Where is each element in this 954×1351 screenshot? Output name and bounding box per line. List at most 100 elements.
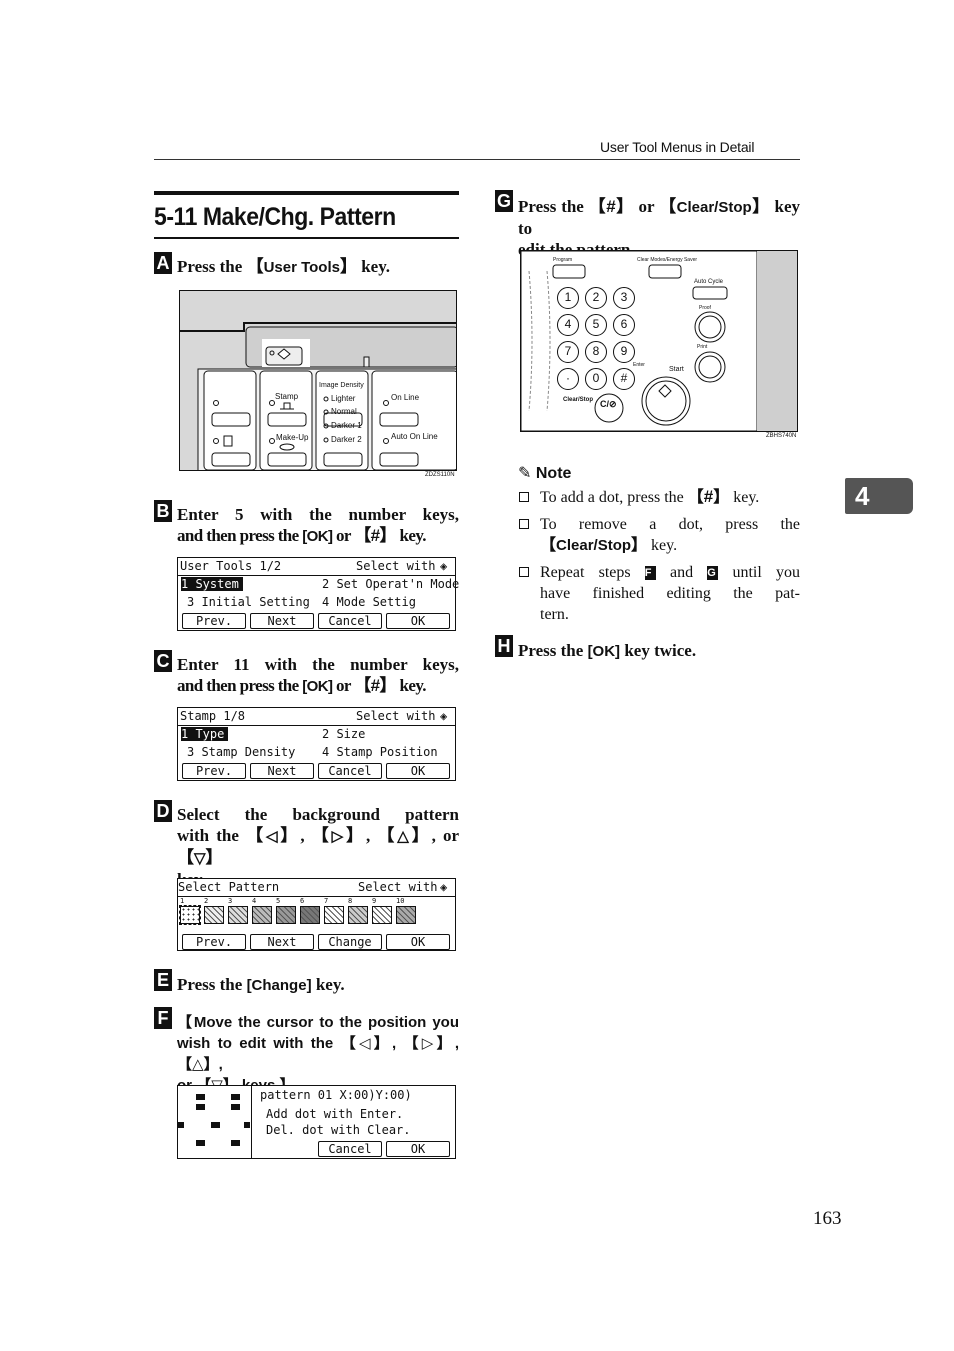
pattern-swatch[interactable] [276, 906, 296, 924]
hash-key-ref: # [606, 197, 616, 216]
menu-item-stamp-position[interactable]: 4 Stamp Position [322, 745, 438, 759]
ok-button[interactable]: OK [386, 613, 450, 629]
operation-panel-drawing [180, 291, 456, 470]
step-4-line1: Select the background pattern [177, 805, 459, 824]
pattern-swatch[interactable] [372, 906, 392, 924]
clear-stop-key-ref: Clear/Stop [556, 537, 632, 554]
menu-item-stamp-density[interactable]: 3 Stamp Density [187, 745, 296, 759]
header-rule [154, 159, 800, 160]
cancel-button[interactable]: Cancel [318, 613, 382, 629]
lcd-hint: Select with [356, 559, 436, 573]
keypad-key[interactable]: · [557, 368, 579, 390]
step-4-number: D [154, 800, 172, 822]
lcd-title: User Tools 1/2 [180, 559, 282, 573]
note-3-and: and [655, 564, 708, 581]
pattern-preview [178, 1094, 250, 1146]
step-5-post: key. [311, 975, 345, 994]
step-ref-6: F [644, 566, 656, 580]
next-button[interactable]: Next [250, 613, 314, 629]
ok-key-ref: [OK] [302, 528, 333, 545]
step-1-post: key. [356, 257, 391, 276]
step-3-text: Enter 11 with the number keys, and then … [177, 655, 459, 695]
cancel-button[interactable]: Cancel [318, 763, 382, 779]
change-key-ref: [Change] [246, 977, 312, 994]
keypad-key[interactable]: # [613, 368, 635, 390]
next-button[interactable]: Next [250, 763, 314, 779]
start-label: Start [669, 366, 684, 373]
panel1-caption: ZDZS110N [425, 472, 455, 478]
page-number: 163 [813, 1208, 842, 1229]
ok-button[interactable]: OK [386, 934, 450, 950]
pattern-swatch[interactable] [348, 906, 368, 924]
clear-stop-key[interactable]: C/⊘ [600, 399, 617, 409]
step-3-number: C [154, 650, 172, 672]
pattern-number: 1 [180, 897, 185, 905]
cancel-button[interactable]: Cancel [318, 1141, 382, 1157]
keypad-key[interactable]: 9 [613, 341, 635, 363]
pattern-number: 9 [372, 897, 377, 905]
keypad-key[interactable]: 6 [613, 314, 635, 336]
user-tools-key: User Tools [263, 259, 340, 276]
keypad-key[interactable]: 0 [585, 368, 607, 390]
ok-button[interactable]: OK [386, 1141, 450, 1157]
prev-button[interactable]: Prev. [182, 934, 246, 950]
darker2-label: Darker 2 [331, 435, 362, 444]
pencil-icon: ✎ [518, 465, 532, 482]
keypad-key[interactable]: 8 [585, 341, 607, 363]
darker1-label: Darker 1 [331, 421, 362, 430]
menu-item-system[interactable]: 1 System [181, 577, 243, 591]
lcd-hint: Select with [356, 709, 436, 723]
menu-item-set-operation-mode[interactable]: 2 Set Operat'n Mode [322, 577, 460, 591]
note-heading: ✎ Note [518, 463, 571, 483]
pattern-swatch[interactable] [179, 905, 201, 925]
image-density-label: Image Density [319, 382, 364, 389]
pattern-number: 5 [276, 897, 281, 905]
pattern-swatch[interactable] [204, 906, 224, 924]
keypad-key[interactable]: 2 [585, 287, 607, 309]
scroll-icon: ◈ [440, 880, 448, 894]
lcd-divider [178, 725, 455, 726]
prev-button[interactable]: Prev. [182, 763, 246, 779]
proof-label: Proof [699, 305, 711, 311]
change-button[interactable]: Change [318, 934, 382, 950]
keypad-key[interactable]: 3 [613, 287, 635, 309]
keypad-key[interactable]: 7 [557, 341, 579, 363]
on-line-label: On Line [391, 393, 420, 402]
ok-button[interactable]: OK [386, 763, 450, 779]
chapter-tab: 4 [845, 478, 913, 514]
menu-item-initial-setting[interactable]: 3 Initial Setting [187, 595, 310, 609]
menu-item-mode-setting[interactable]: 4 Mode Settig [322, 595, 416, 609]
scroll-icon: ◈ [440, 709, 448, 723]
keypad-key[interactable]: 4 [557, 314, 579, 336]
pattern-swatch[interactable] [396, 906, 416, 924]
menu-item-type[interactable]: 1 Type [181, 727, 229, 741]
right-key-ref: ▷ [331, 828, 347, 845]
step-6-number: F [154, 1007, 172, 1029]
step-7-pre: Press the [518, 197, 589, 216]
keypad-key[interactable]: 5 [585, 314, 607, 336]
pattern-swatch[interactable] [252, 906, 272, 924]
step-2-line2-pre: and then press the [177, 526, 303, 545]
pattern-number: 3 [228, 897, 233, 905]
lcd-title: Stamp 1/8 [180, 709, 246, 723]
step-7-post: key to [518, 197, 801, 238]
pattern-swatch[interactable] [228, 906, 248, 924]
left-key-ref: ◁ [265, 828, 281, 845]
step-3-line2-pre: and then press the [177, 676, 303, 695]
lcd-divider [178, 575, 455, 576]
step-2-line1: Enter 5 with the number keys, [177, 505, 459, 524]
section-title-box: 5-11 Make/Chg. Pattern [154, 191, 459, 239]
pattern-swatch[interactable] [324, 906, 344, 924]
edit-status: pattern 01 X:00)Y:00) [260, 1088, 412, 1102]
edit-help-del: Del. dot with Clear. [266, 1123, 411, 1137]
menu-item-size[interactable]: 2 Size [322, 727, 366, 741]
lcd-title: Select Pattern [178, 880, 280, 894]
next-button[interactable]: Next [250, 934, 314, 950]
step-4-text: Select the background pattern with the 【… [177, 804, 459, 890]
prev-button[interactable]: Prev. [182, 613, 246, 629]
pattern-swatch[interactable] [300, 906, 320, 924]
keypad-key[interactable]: 1 [557, 287, 579, 309]
step-2-text: Enter 5 with the number keys, and then p… [177, 505, 459, 545]
